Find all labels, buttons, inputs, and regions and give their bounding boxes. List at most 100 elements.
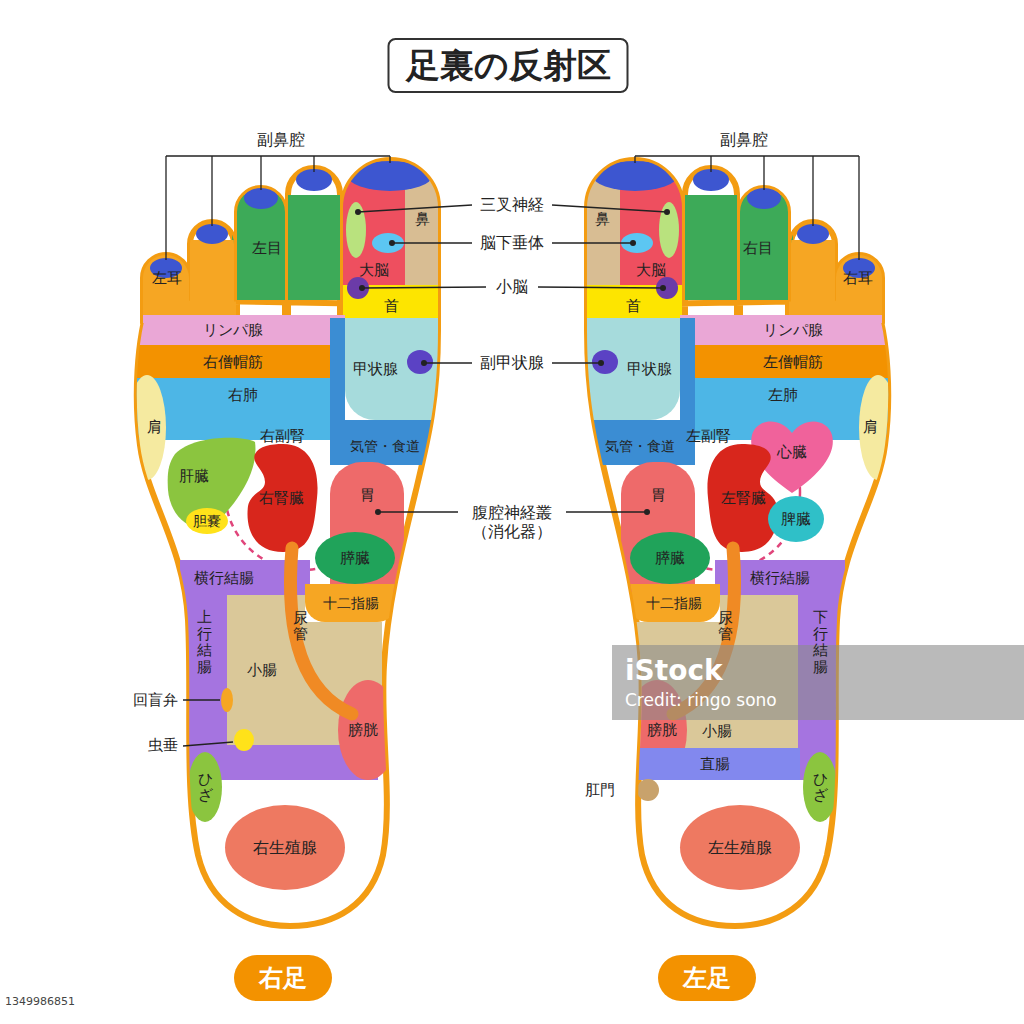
zone-label: 横行結腸 [194,569,254,587]
title-text: 足裏の反射区 [406,45,611,85]
reflex-zone: 首 [343,285,440,318]
sinus-tip [296,169,332,191]
callout-label: 回盲弁 [133,691,178,709]
reflex-zone: 左僧帽筋 [680,345,905,378]
leader-line [313,156,314,172]
reflex-zone: 肩 [859,375,897,480]
zone-label: 気管・食道 [350,438,420,455]
cerebellum-zone [347,277,369,299]
sinus-tip [693,169,729,191]
zone-label: 甲状腺 [627,360,672,378]
zone-label: 右肺 [228,386,258,404]
leader-line [710,156,711,172]
zone-label: 脾臓 [781,510,811,528]
reflex-zone: 直腸 [630,748,800,780]
zone-label: 膵臓 [340,549,370,567]
zone-label: 十二指腸 [646,595,702,612]
leader-dot [644,509,650,515]
reflex-zone: 左生殖腺 [680,805,800,890]
leader-line [165,156,166,260]
reflex-zone: 横行結腸 [180,560,310,595]
pituitary-zone [372,233,404,253]
leader-line [812,156,813,226]
zone-label: 肩 [863,419,878,436]
zone-label: 右耳 [843,269,873,287]
reflex-zone: 膀胱 [338,680,398,780]
trigeminal-zone [346,202,366,258]
leader-dot [359,285,365,291]
zone-label: 直腸 [700,755,730,773]
leader-dot [598,360,604,366]
zone-label: 尿管 [293,610,308,643]
leader-dot [660,285,666,291]
callout-label: 腹腔神経叢 （消化器） [466,503,558,541]
zone-label: 小腸 [247,661,277,679]
zone-label: 膀胱 [348,721,378,739]
zone-label: 下行結腸 [813,609,828,675]
appendix-zone [234,729,254,751]
reflex-zone: 胆嚢 [186,508,228,534]
sinus-tip [747,187,781,209]
reflex-zone: 甲状腺 [585,318,680,420]
ureter-tube [290,548,352,714]
zone-label: 右足 [259,964,307,993]
callout-label: 虫垂 [148,736,178,754]
zone-label: 尿管 [718,610,733,643]
leader-line [389,156,390,163]
leader-line [635,155,859,156]
leader-line [183,699,220,700]
zone-label: 胃 [651,486,666,504]
ileocecal-valve-zone [221,688,233,712]
reflex-zone: 甲状腺 [345,318,440,420]
reflex-zone: 横行結腸 [715,560,845,595]
trigeminal-zone [659,202,679,258]
reflex-zone: 大脳 [620,180,682,285]
sinus-tip [244,187,278,209]
zone-fill [330,318,440,465]
cerebellum-zone [656,277,678,299]
watermark-band [612,645,1024,720]
reflex-zone: 鼻 [405,180,440,285]
sinus-tip [348,161,432,191]
zone-fill [707,444,777,552]
leader-line [424,362,472,363]
leader-line [552,205,667,212]
callout-label: 副鼻腔 [720,130,768,149]
zone-label: 左耳 [152,269,182,287]
leader-line [566,511,647,512]
zone-label: 甲状腺 [353,360,398,378]
zone-label: リンパ腺 [763,321,823,339]
callout-label: 肛門 [585,781,615,799]
leader-dot [389,240,395,246]
zone-label: ひざ [813,771,828,804]
sinus-tip [593,161,677,191]
reflex-zone: 気管・食道 [330,318,440,465]
callout-label: 左副腎 [686,427,731,445]
leader-line [166,155,390,156]
zone-label: 横行結腸 [750,569,810,587]
zone-label: 左肺 [768,386,798,404]
zone-label: 左僧帽筋 [763,353,823,371]
zone-label: ひざ [198,771,213,804]
zone-label: 鼻 [595,210,610,228]
zone-label: 上行結腸 [197,609,212,675]
reflex-zone: 膵臓 [630,532,710,584]
reflex-zone: 左腎臓 [705,442,782,554]
zone-label: 右僧帽筋 [203,353,263,371]
leader-dot [355,209,361,215]
leader-line [183,742,233,746]
leader-line [211,156,212,226]
reflex-zone: 膵臓 [315,532,395,584]
zone-label: 胃 [360,486,375,504]
reflex-zone: 大脳 [343,180,405,285]
leader-line [538,287,663,288]
watermark: Credit: ringo sono [625,690,777,710]
callout-label: 三叉神経 [480,195,544,214]
reflex-zone: 右耳 [789,240,897,315]
leader-line [552,362,601,363]
reflex-zone: リンパ腺 [120,315,345,345]
image-id: 1349986851 [5,995,75,1008]
leader-line [260,156,261,190]
sinus-tip [196,224,228,244]
